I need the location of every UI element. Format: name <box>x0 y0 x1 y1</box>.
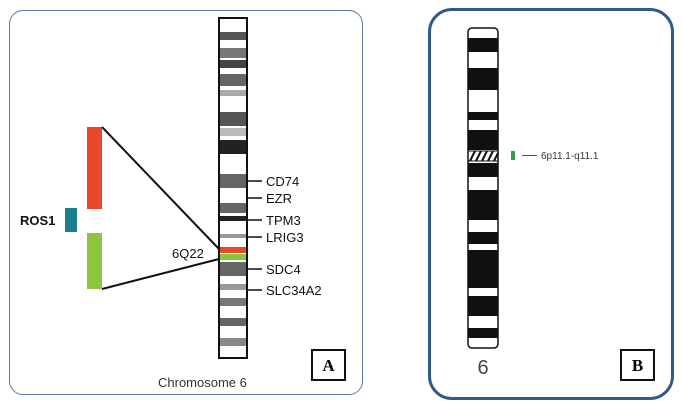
band <box>219 60 247 68</box>
band-b <box>468 232 498 244</box>
chromosome-number-b: 6 <box>477 357 488 379</box>
connector-bottom <box>101 258 220 290</box>
band-b <box>468 190 498 220</box>
band <box>219 140 247 154</box>
band-b <box>468 163 498 177</box>
band <box>219 90 247 96</box>
band-b <box>468 68 498 90</box>
gene-label-lrig3: LRIG3 <box>266 230 304 245</box>
band-b <box>468 328 498 338</box>
band-label-6p11-q11: 6p11.1-q11.1 <box>541 151 599 162</box>
ros1-3prime-bar <box>87 233 102 289</box>
ros1-label: ROS1 <box>20 213 55 228</box>
panel-letter-box-b <box>620 349 655 381</box>
panel-letter-box-a <box>311 349 346 381</box>
centromere-hatch <box>469 150 499 162</box>
locus-label-6q22: 6Q22 <box>172 246 204 261</box>
ros1-locus-red <box>219 247 247 253</box>
band-b <box>468 130 498 150</box>
band <box>219 338 247 346</box>
band <box>219 234 247 238</box>
panel-letter-a: A <box>322 356 335 375</box>
gene-label-cd74: CD74 <box>266 174 299 189</box>
band <box>219 174 247 188</box>
band <box>219 74 247 86</box>
chromosome-6-ideogram-a <box>218 17 248 359</box>
zoom-connectors <box>101 126 220 290</box>
chromosome-6-ideogram-b <box>467 27 499 349</box>
band <box>219 128 247 136</box>
connector-top <box>101 126 220 250</box>
band <box>219 203 247 213</box>
band-marker <box>511 151 515 160</box>
chromosome-outline-b <box>467 27 499 349</box>
gene-label-tpm3: TPM3 <box>266 213 301 228</box>
band <box>219 298 247 306</box>
caption-chromosome-6: Chromosome 6 <box>158 375 247 390</box>
panel-letter-b: B <box>632 356 643 375</box>
band <box>219 32 247 40</box>
band <box>219 284 247 290</box>
chromosome-outline <box>218 17 248 359</box>
band <box>219 262 247 276</box>
gene-ticks <box>247 180 262 291</box>
band-b <box>468 296 498 316</box>
band-b <box>468 38 498 52</box>
gene-label-sdc4: SDC4 <box>266 262 301 277</box>
ros1-marker-box <box>65 208 77 232</box>
band <box>219 318 247 326</box>
ros1-5prime-bar <box>87 127 102 209</box>
ros1-locus-green <box>219 254 247 260</box>
band <box>219 48 247 58</box>
band <box>219 216 247 221</box>
band-b <box>468 250 498 288</box>
gene-label-ezr: EZR <box>266 191 292 206</box>
gene-label-slc34a2: SLC34A2 <box>266 283 322 298</box>
band-b <box>468 112 498 120</box>
band <box>219 112 247 126</box>
panel-a <box>9 10 363 395</box>
